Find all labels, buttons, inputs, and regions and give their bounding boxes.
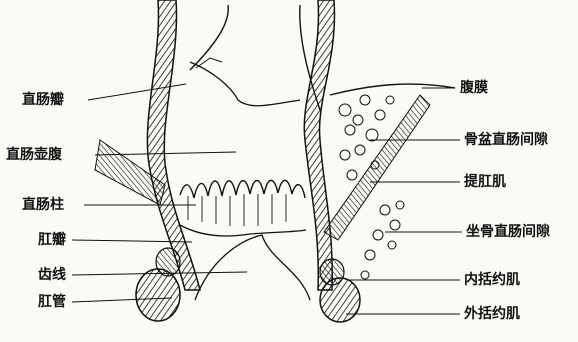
label-anal-canal: 肛管 <box>38 294 66 310</box>
levator-right <box>324 95 430 240</box>
label-levator-ani: 提肛肌 <box>464 174 506 190</box>
ampulla-fold <box>190 62 300 106</box>
dentate-line <box>180 225 306 236</box>
label-ischiorectal-space: 坐骨直肠间隙 <box>466 224 550 240</box>
label-rectal-column: 直肠柱 <box>22 197 64 213</box>
ampulla-outline <box>190 5 320 110</box>
label-pelvirectal-space: 骨盆直肠间隙 <box>464 132 548 148</box>
anal-canal <box>195 235 310 300</box>
rectal-column-lines <box>188 194 286 226</box>
label-rectal-valve: 直肠瓣 <box>22 92 64 108</box>
label-external-sphincter: 外括约肌 <box>464 306 520 322</box>
ischiorectal-fat <box>361 201 404 279</box>
right-rectal-wall <box>304 0 334 290</box>
left-sphincters <box>136 248 180 321</box>
peritoneum <box>330 84 455 95</box>
label-internal-sphincter: 内括约肌 <box>464 272 520 288</box>
label-dentate-line: 齿线 <box>38 267 66 283</box>
label-peritoneum: 腹膜 <box>460 80 488 96</box>
label-anal-valve: 肛瓣 <box>38 232 66 248</box>
label-rectal-ampulla: 直肠壶腹 <box>6 147 62 163</box>
left-rectal-wall <box>147 0 200 290</box>
right-sphincters <box>320 259 360 322</box>
